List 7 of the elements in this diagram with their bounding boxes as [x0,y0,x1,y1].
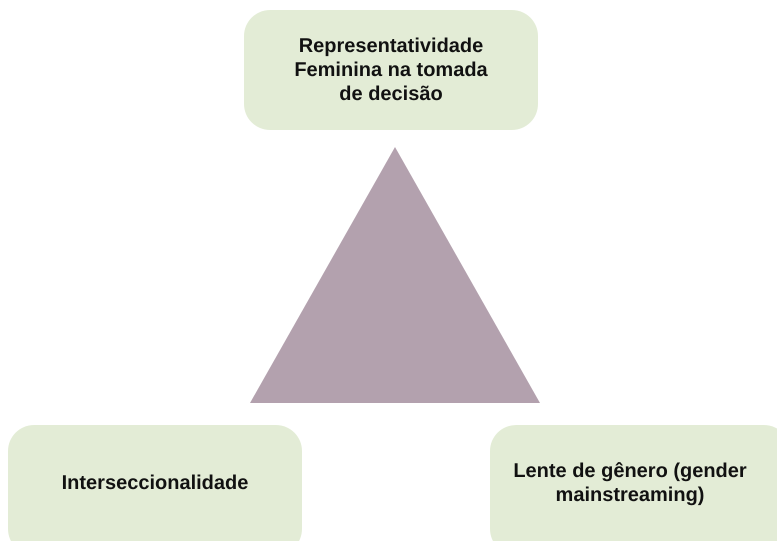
concept-box [244,10,538,130]
concept-label: Interseccionalidade [62,471,248,495]
concept-box [8,425,302,541]
concept-label: Representatividade Feminina na tomada de decisão [294,34,488,106]
concept-label: Lente de gênero (gender mainstreaming) [512,459,748,507]
triangle-shape [250,147,540,403]
concept-box [490,425,777,541]
